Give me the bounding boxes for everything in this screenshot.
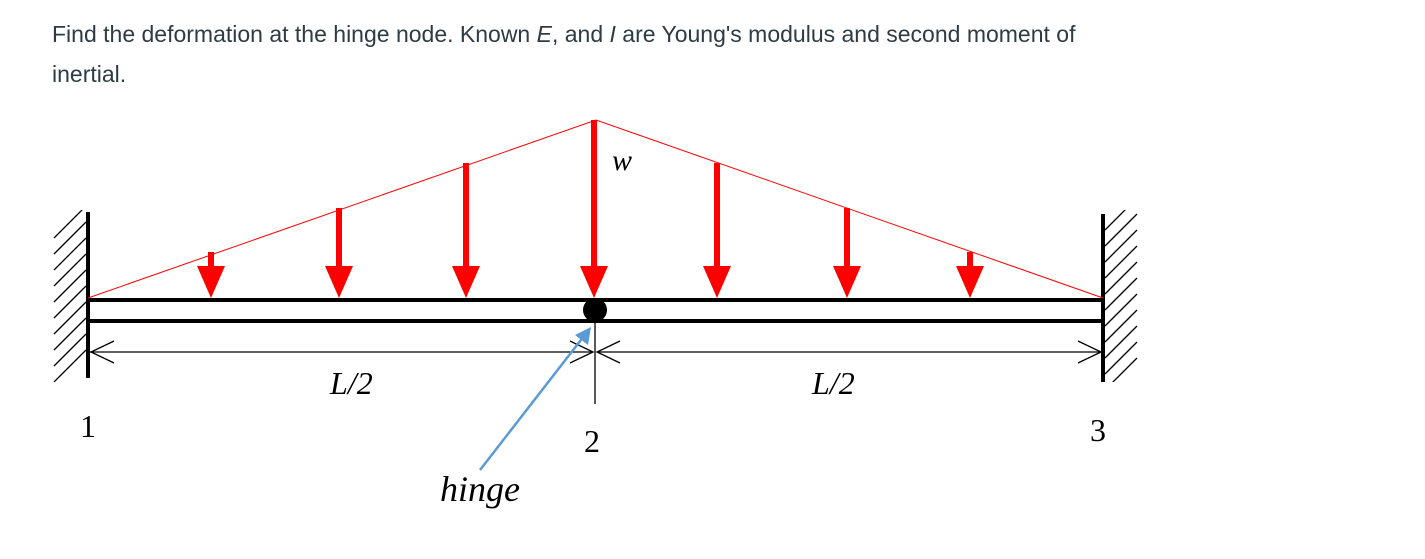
span-left-label: L/2 xyxy=(329,365,373,401)
node-3-label: 3 xyxy=(1090,412,1106,448)
left-fixed-support xyxy=(53,210,90,382)
dimension-left xyxy=(89,340,595,364)
span-right-label: L/2 xyxy=(811,365,855,401)
question-part-3: are Young's modulus and second moment of… xyxy=(52,21,1076,87)
load-arrows xyxy=(197,120,984,298)
hinge-node xyxy=(583,298,607,322)
load-intensity-label: w xyxy=(612,144,632,177)
load-arrow xyxy=(452,163,480,298)
load-arrow xyxy=(833,208,861,298)
node-1-label: 1 xyxy=(80,408,96,444)
question-part-1: Find the deformation at the hinge node. … xyxy=(52,21,537,47)
load-arrow xyxy=(580,120,608,298)
hinge-label: hinge xyxy=(440,469,520,509)
load-arrow xyxy=(325,208,353,298)
youngs-modulus-symbol: E xyxy=(536,21,552,47)
question-part-2: , and xyxy=(551,21,610,47)
question-text: Find the deformation at the hinge node. … xyxy=(52,14,1092,94)
inertia-symbol: I xyxy=(609,21,616,47)
load-arrow xyxy=(956,252,984,298)
node-2-label: 2 xyxy=(584,423,600,459)
load-arrow xyxy=(197,252,225,298)
load-arrow xyxy=(703,163,731,298)
hinge-pointer-arrow xyxy=(479,327,591,471)
dimension-right xyxy=(595,340,1103,364)
right-fixed-support xyxy=(1101,210,1138,382)
